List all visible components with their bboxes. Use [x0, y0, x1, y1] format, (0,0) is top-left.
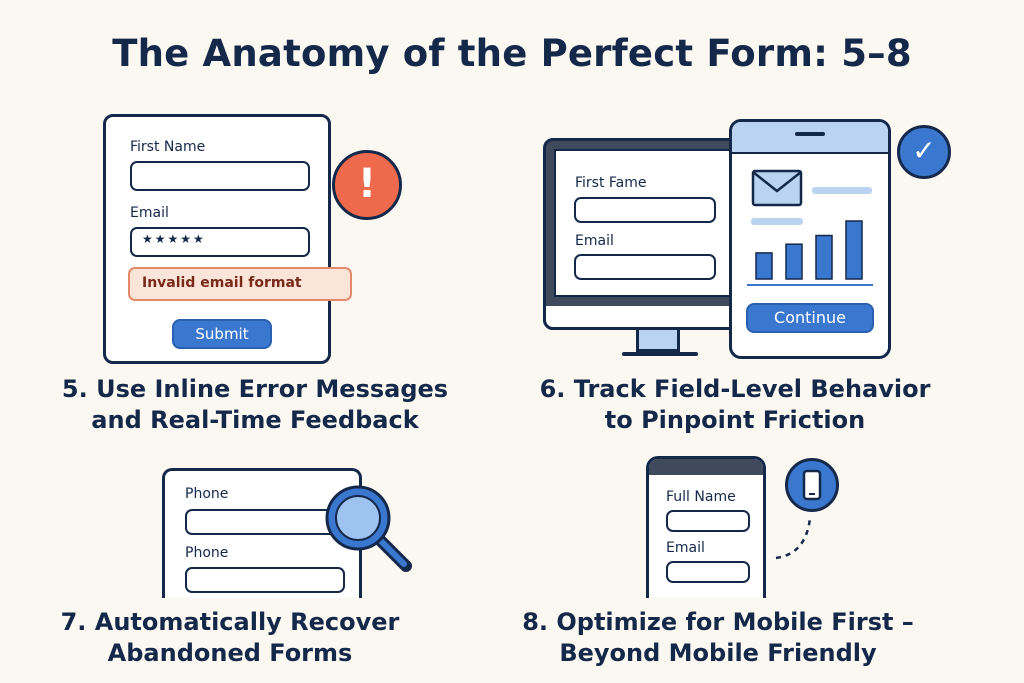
full-name-field[interactable] [666, 510, 750, 532]
check-icon: ✓ [897, 125, 951, 179]
caption-8-line2: Beyond Mobile Friendly [559, 639, 877, 667]
tablet-speaker [795, 132, 825, 136]
tablet: Continue [729, 119, 891, 359]
chart-bar [845, 220, 863, 280]
envelope-icon [751, 169, 803, 207]
email-field-value: ★★★★★ [142, 232, 206, 246]
magnifier-icon [325, 485, 412, 572]
first-name-field[interactable] [130, 161, 310, 191]
phone-frame: Full Name Email [646, 456, 766, 598]
submit-button[interactable]: Submit [172, 319, 272, 349]
chart-bar [755, 252, 773, 280]
alert-glyph: ! [357, 161, 377, 207]
chart-bar [815, 234, 833, 280]
chart-bar [785, 243, 803, 280]
caption-6-line1: 6. Track Field-Level Behavior [539, 375, 931, 403]
form-card: First Name Email ★★★★★ Submit [103, 114, 331, 364]
caption-8-line1: 8. Optimize for Mobile First – [522, 608, 914, 636]
first-name-label: First Fame [575, 175, 647, 191]
check-glyph: ✓ [912, 134, 936, 167]
phone-label-1: Phone [185, 486, 229, 502]
email-field[interactable]: ★★★★★ [130, 227, 310, 257]
email-label: Email [666, 540, 705, 556]
dashed-connector [775, 517, 812, 560]
form-card: Phone Phone [162, 468, 362, 598]
phone-field-2[interactable] [185, 567, 345, 593]
caption-5-line1: 5. Use Inline Error Messages [61, 375, 449, 403]
page-title: The Anatomy of the Perfect Form: 5–8 [112, 32, 912, 75]
tablet-header [732, 122, 888, 154]
phone-field-1[interactable] [185, 509, 345, 535]
monitor-stand [636, 330, 680, 352]
tablet-line-1 [812, 187, 872, 194]
phone-header [649, 459, 763, 475]
error-message: Invalid email format [128, 267, 352, 301]
full-name-label: Full Name [666, 489, 736, 505]
caption-7-line1: 7. Automatically Recover [60, 608, 400, 636]
first-name-label: First Name [130, 139, 206, 155]
email-label: Email [130, 205, 169, 221]
alert-icon: ! [332, 150, 402, 220]
bar-chart [755, 220, 863, 280]
caption-6-line2: to Pinpoint Friction [604, 406, 866, 434]
phone-icon [785, 458, 839, 512]
email-field[interactable] [666, 561, 750, 583]
phone-label-2: Phone [185, 545, 229, 561]
tablet-line-2 [751, 218, 803, 225]
email-label: Email [575, 233, 614, 249]
caption-7-line2: Abandoned Forms [107, 639, 353, 667]
tablet-divider [747, 284, 873, 286]
caption-5-line2: and Real-Time Feedback [91, 406, 419, 434]
first-name-field[interactable] [574, 197, 716, 223]
monitor-chin [543, 306, 761, 330]
monitor-base [622, 352, 698, 356]
email-field[interactable] [574, 254, 716, 280]
continue-button[interactable]: Continue [746, 303, 874, 333]
